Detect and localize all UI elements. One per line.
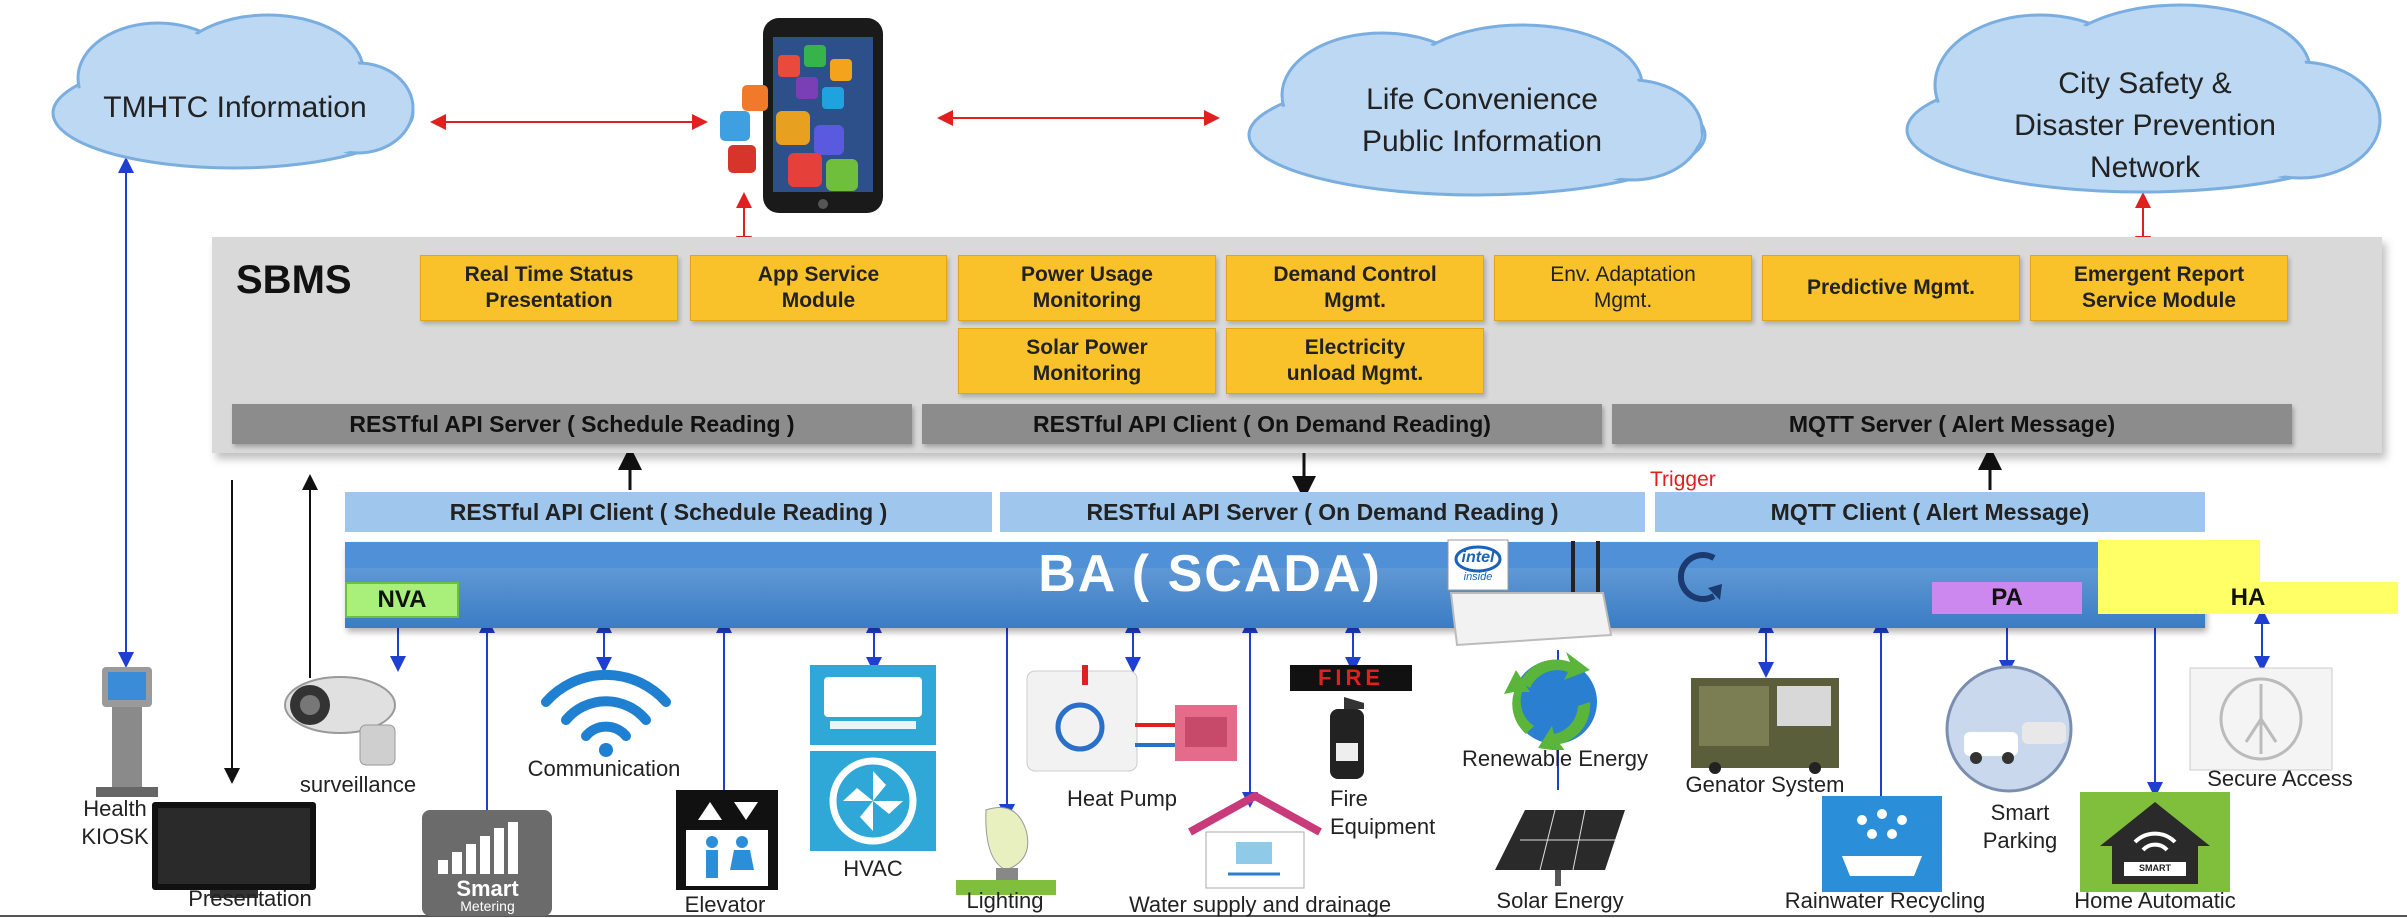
cloud-city-line3: Network	[2089, 151, 2201, 184]
device-label-renewable: Renewable Energy	[1462, 746, 1648, 771]
smartphone-apps-icon	[720, 18, 883, 213]
smart-parking-icon	[1945, 665, 2073, 793]
renewable-energy-icon	[1504, 652, 1597, 750]
device-label-lighting: Lighting	[966, 888, 1044, 913]
device-label-home: Home Automatic	[2074, 888, 2236, 913]
module-line: Electricity	[1304, 336, 1406, 359]
module-line: Service Module	[2081, 289, 2237, 312]
module-line: Monitoring	[1032, 289, 1142, 312]
pa-tag: PA	[1932, 582, 2082, 614]
nva-tag: NVA	[345, 582, 459, 618]
health-kiosk-icon	[96, 667, 158, 797]
ba-scada-highlight	[345, 542, 2205, 568]
elevator-icon	[676, 790, 778, 890]
cloud-city-safety	[1905, 3, 2382, 194]
module-line: Env. Adaptation	[1550, 263, 1696, 286]
mqtt-client-bar: MQTT Client ( Alert Message)	[1655, 492, 2205, 532]
water-supply-house-icon	[1188, 792, 1322, 889]
device-label-elevator: Elevator	[684, 892, 766, 917]
presentation-monitor-icon	[152, 802, 316, 898]
cloud-city-line2: Disaster Prevention	[2014, 109, 2276, 142]
module-line: Emergent Report	[2073, 263, 2245, 286]
home-automation-icon	[2080, 792, 2230, 892]
device-label-generator: Genator System	[1685, 772, 1845, 797]
device-label-solar: Solar Energy	[1496, 888, 1624, 913]
device-label-rainwater: Rainwater Recycling	[1784, 888, 1986, 913]
device-label-surveillance: surveillance	[299, 772, 417, 797]
device-label-parking-1: Smart	[1990, 800, 2050, 825]
device-label-presentation: Presentation	[188, 886, 312, 911]
device-label-fire-2: Equipment	[1330, 814, 1436, 839]
module-line: App Service	[757, 263, 880, 286]
cloud-city-line1: City Safety &	[2058, 67, 2232, 100]
module-line: Real Time Status	[464, 263, 634, 286]
cloud-tmhtc-label: TMHTC Information	[103, 91, 367, 124]
device-label-heat-pump: Heat Pump	[1066, 786, 1178, 811]
cloud-life-line2: Public Information	[1361, 125, 1603, 158]
cloud-life-line1: Life Convenience	[1366, 83, 1598, 116]
device-label-kiosk-1: Health	[83, 796, 147, 821]
smart-metering-line1: Smart	[456, 876, 519, 901]
device-label-hvac: HVAC	[843, 856, 903, 881]
rainwater-recycling-icon	[1822, 796, 1942, 892]
restful-server-schedule-bar: RESTful API Server ( Schedule Reading )	[232, 404, 912, 444]
module-electricity-unload[interactable]: Electricity unload Mgmt.	[1226, 328, 1484, 394]
lighting-bulb-icon	[956, 807, 1056, 895]
intel-inside-text: inside	[1463, 571, 1493, 583]
fire-sign: FIRE	[1290, 665, 1412, 691]
device-label-fire-1: Fire	[1330, 786, 1368, 811]
home-smart-text: SMART	[2139, 863, 2171, 873]
module-line: Mgmt.	[1593, 289, 1653, 312]
module-line: Power Usage	[1021, 263, 1153, 286]
smart-metering-line2: Metering	[460, 898, 515, 914]
ba-scada-title: BA ( SCADA)	[1038, 545, 1382, 603]
heat-pump-icon	[1026, 665, 1237, 772]
surveillance-camera-icon	[284, 676, 396, 766]
intel-router-icon	[1447, 539, 1613, 647]
module-line: Demand Control	[1273, 263, 1437, 286]
restful-client-schedule-bar: RESTful API Client ( Schedule Reading )	[345, 492, 992, 532]
sbms-title: SBMS	[236, 258, 352, 302]
generator-icon	[1691, 678, 1839, 774]
intel-logo-text: intel	[1461, 549, 1495, 566]
cloud-life-convenience	[1247, 23, 1707, 197]
module-predictive[interactable]: Predictive Mgmt.	[1762, 255, 2020, 321]
device-label-secure: Secure Access	[2207, 766, 2353, 791]
module-line: Solar Power	[1026, 336, 1148, 359]
mqtt-server-bar: MQTT Server ( Alert Message)	[1612, 404, 2292, 444]
fire-extinguisher-icon	[1330, 697, 1364, 779]
restful-server-ondemand-bar: RESTful API Server ( On Demand Reading )	[1000, 492, 1645, 532]
device-label-kiosk-2: KIOSK	[81, 824, 149, 849]
wifi-icon	[541, 669, 671, 757]
device-label-communication: Communication	[527, 756, 681, 781]
device-label-parking-2: Parking	[1982, 828, 2058, 853]
trigger-label: Trigger	[1650, 468, 1716, 491]
ha-tag: HA	[2098, 582, 2398, 614]
module-line: Mgmt.	[1324, 289, 1386, 312]
cloud-tmhtc	[51, 13, 415, 170]
solar-panel-icon	[1485, 790, 1635, 890]
module-line: Presentation	[485, 289, 613, 312]
module-line: Module	[781, 289, 856, 312]
module-line: Predictive Mgmt.	[1806, 276, 1976, 299]
restful-client-ondemand-bar: RESTful API Client ( On Demand Reading)	[922, 404, 1602, 444]
refresh-arrow-icon	[1677, 552, 1722, 602]
module-line: Monitoring	[1032, 362, 1142, 385]
hvac-icon	[810, 665, 936, 851]
smart-metering-icon	[422, 810, 552, 916]
secure-access-icon	[2189, 667, 2333, 771]
module-line: unload Mgmt.	[1286, 362, 1424, 385]
device-label-water: Water supply and drainage	[1128, 892, 1392, 917]
